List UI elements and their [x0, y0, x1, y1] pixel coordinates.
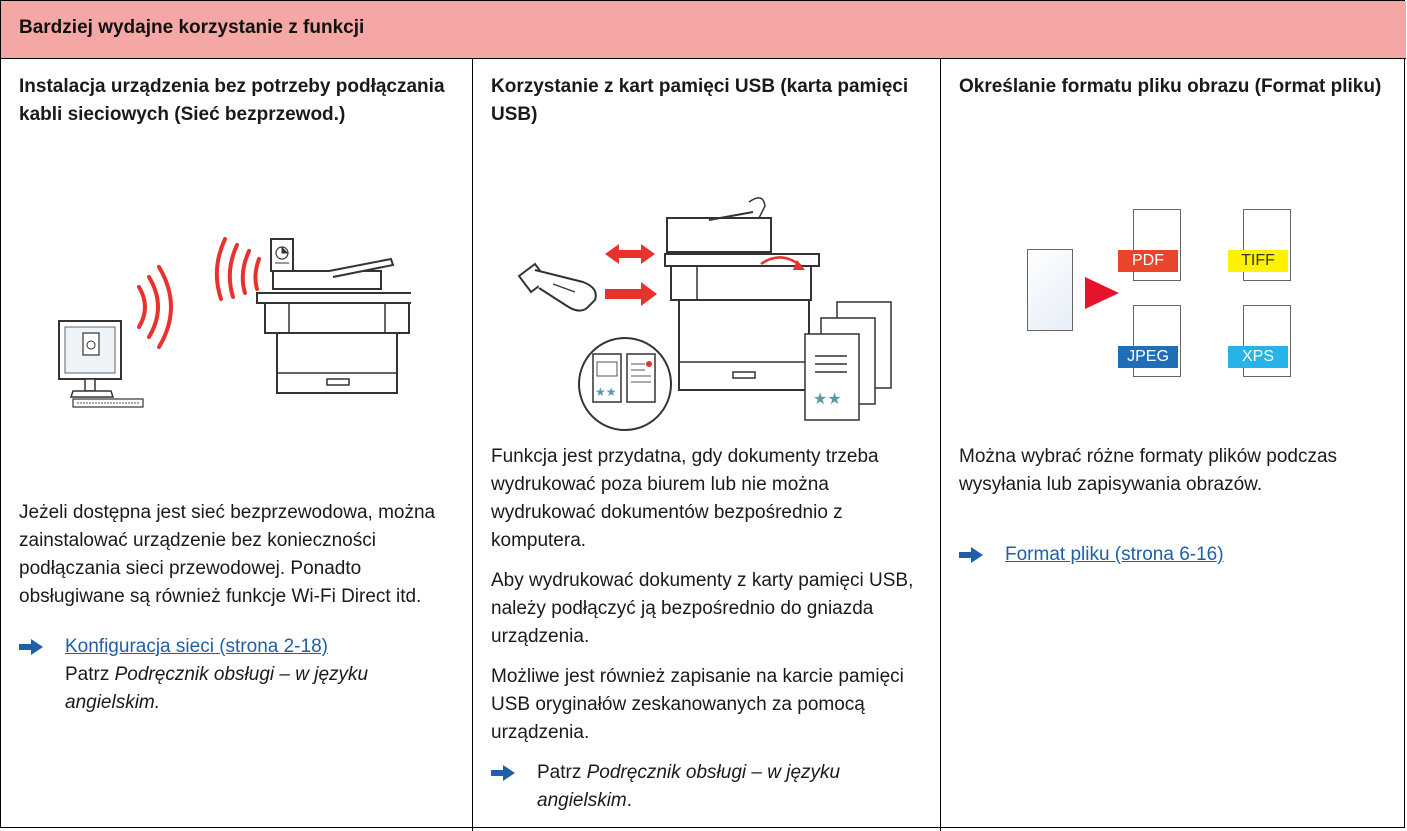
column-paragraph: Funkcja jest przydatna, gdy dokumenty tr… [491, 446, 879, 551]
column-paragraph: Można wybrać różne formaty plików podcza… [959, 446, 1338, 495]
source-document-icon [1027, 249, 1073, 331]
printer-icon [256, 238, 411, 394]
arrow-right-icon [19, 639, 43, 655]
wifi-signal-icon [137, 237, 261, 349]
column-paragraph: Jeżeli dostępna jest sieć bezprzewodowa,… [19, 502, 436, 607]
svg-text:★★: ★★ [813, 389, 842, 408]
column-paragraph: Możliwe jest również zapisanie na karcie… [491, 666, 904, 743]
section-title: Bardziej wydajne korzystanie z funkcji [19, 17, 365, 38]
format-badge: XPS [1228, 346, 1288, 368]
network-config-link[interactable]: Konfiguracja sieci (strona 2-18) [65, 636, 328, 657]
format-tile-tiff: TIFF [1228, 209, 1291, 281]
format-tile-xps: XPS [1228, 305, 1291, 377]
column-title: Instalacja urządzenia bez potrzeby podłą… [19, 76, 445, 125]
column-title: Określanie formatu pliku obrazu (Format … [959, 76, 1382, 97]
format-tile-pdf: PDF [1118, 209, 1181, 281]
reference-row: Patrz Podręcznik obsługi – w języku angi… [491, 759, 931, 819]
reference-prefix: Patrz [65, 664, 115, 685]
column-wireless: Instalacja urządzenia bez potrzeby podłą… [1, 59, 473, 831]
usb-printing-illustration: ★★ ★★ [517, 197, 892, 431]
usb-drive-icon [517, 262, 597, 312]
reference-row: Format pliku (strona 6-16) [959, 541, 1379, 571]
format-badge: JPEG [1118, 346, 1178, 368]
column-paragraph: Aby wydrukować dokumenty z karty pamięci… [491, 570, 914, 647]
column-title: Korzystanie z kart pamięci USB (karta pa… [491, 76, 909, 125]
play-arrow-icon [1085, 277, 1119, 309]
svg-text:★★: ★★ [595, 385, 617, 399]
reference-suffix: . [626, 790, 633, 811]
section-header: Bardziej wydajne korzystanie z funkcji [1, 1, 1406, 59]
arrow-right-icon [491, 765, 515, 781]
arrow-right-icon [959, 547, 983, 563]
data-transfer-arrows [605, 244, 657, 306]
file-format-illustration: PDF TIFF JPEG XPS [1027, 209, 1337, 379]
printer-icon [664, 197, 820, 391]
format-badge: TIFF [1228, 250, 1288, 272]
manual-reference: Podręcznik obsługi – w języku angielskim [537, 762, 841, 811]
computer-icon [58, 320, 144, 408]
reference-row: Konfiguracja sieci (strona 2-18) Patrz P… [19, 633, 469, 723]
column-file-format: Określanie formatu pliku obrazu (Format … [941, 59, 1406, 831]
column-usb: Korzystanie z kart pamięci USB (karta pa… [473, 59, 941, 831]
file-format-link[interactable]: Format pliku (strona 6-16) [1005, 544, 1224, 565]
format-tile-jpeg: JPEG [1118, 305, 1181, 377]
reference-prefix: Patrz [537, 762, 587, 783]
printed-pages-icon: ★★ [804, 301, 892, 421]
format-badge: PDF [1118, 250, 1178, 272]
usb-documents-icon: ★★ [578, 337, 672, 431]
manual-reference: Podręcznik obsługi – w języku angielskim… [65, 664, 369, 713]
wireless-network-illustration [58, 237, 411, 408]
